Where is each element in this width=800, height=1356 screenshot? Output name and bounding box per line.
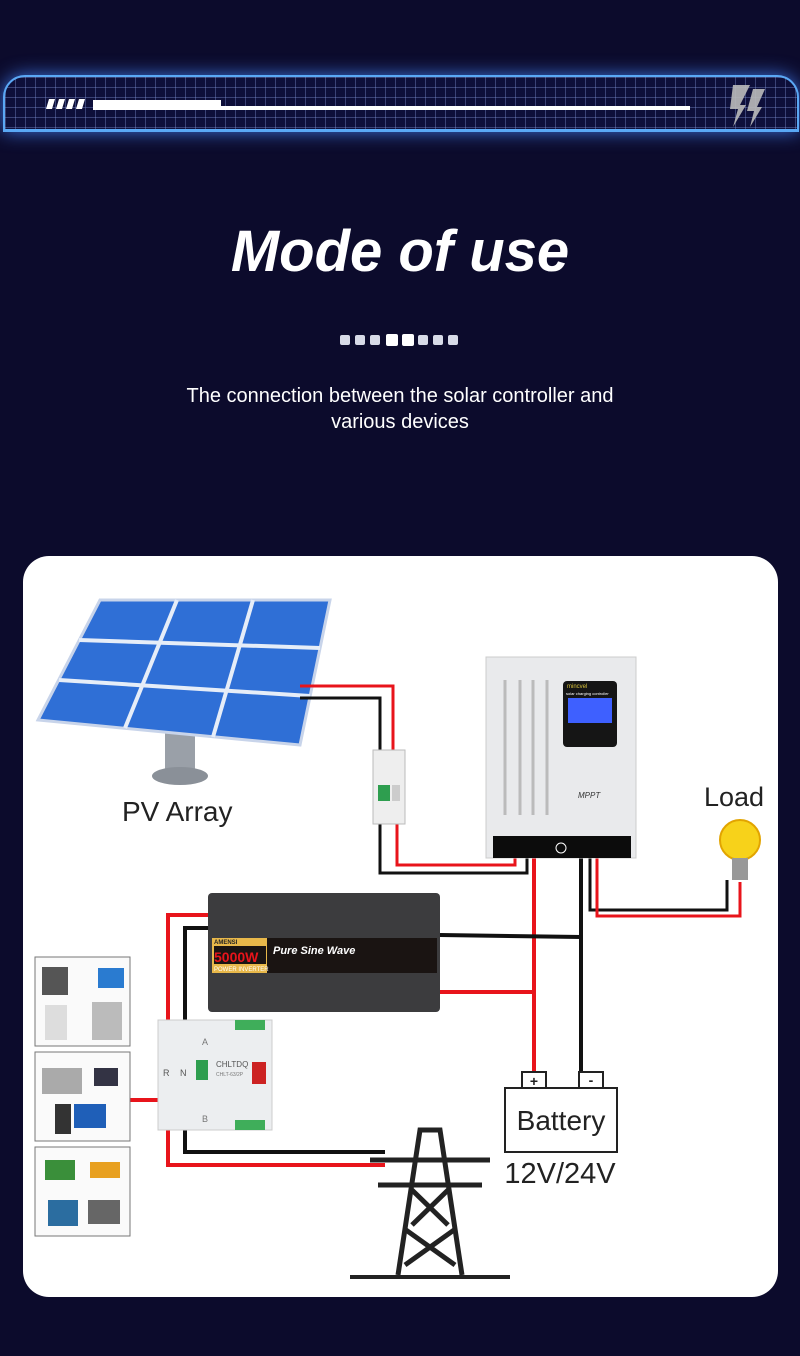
controller-model: MPPT (578, 791, 601, 800)
switch-a: A (202, 1037, 208, 1047)
load-label: Load (704, 782, 765, 812)
switch-b: B (202, 1114, 208, 1124)
battery-voltage: 12V/24V (504, 1158, 616, 1190)
switch-brand: CHLTDQ (216, 1060, 248, 1069)
controller-subtitle: solar charging controller (566, 691, 609, 696)
controller-brand: mincvel (567, 684, 587, 690)
light-bulb-icon (719, 819, 761, 880)
transfer-switch: CHLTDQ CHLT-63/2P A B R N (157, 1019, 273, 1131)
header-decor (46, 85, 765, 127)
inverter-title: Pure Sine Wave (273, 945, 355, 957)
battery-minus: - (589, 1072, 594, 1088)
appliance-groups (34, 956, 131, 1237)
page-title: Mode of use (230, 219, 570, 284)
switch-r: R (163, 1068, 170, 1078)
subtitle-line-2: various devices (331, 411, 469, 433)
subtitle-line-1: The connection between the solar control… (186, 385, 614, 407)
battery-label: Battery (516, 1105, 606, 1136)
power-pylon-icon (350, 1127, 510, 1279)
power-inverter: 5000W AMENSI POWER INVERTER Pure Sine Wa… (208, 893, 440, 1012)
inverter-type: POWER INVERTER (214, 967, 269, 973)
mppt-controller: mincvel solar charging controller MPPT (485, 656, 637, 859)
dots-divider (340, 334, 458, 346)
inverter-brand: AMENSI (214, 940, 238, 946)
switch-n: N (180, 1068, 187, 1078)
lightning-bolt-icon (730, 85, 765, 127)
battery-plus: + (530, 1073, 538, 1089)
solar-panel (35, 598, 332, 785)
pv-array-label: PV Array (122, 796, 233, 827)
subtitle: The connection between the solar control… (100, 383, 700, 435)
inverter-power: 5000W (214, 949, 259, 965)
battery: + - (504, 1071, 618, 1153)
switch-model: CHLT-63/2P (216, 1072, 244, 1078)
circuit-breaker (372, 749, 406, 825)
header-bar (3, 75, 799, 132)
